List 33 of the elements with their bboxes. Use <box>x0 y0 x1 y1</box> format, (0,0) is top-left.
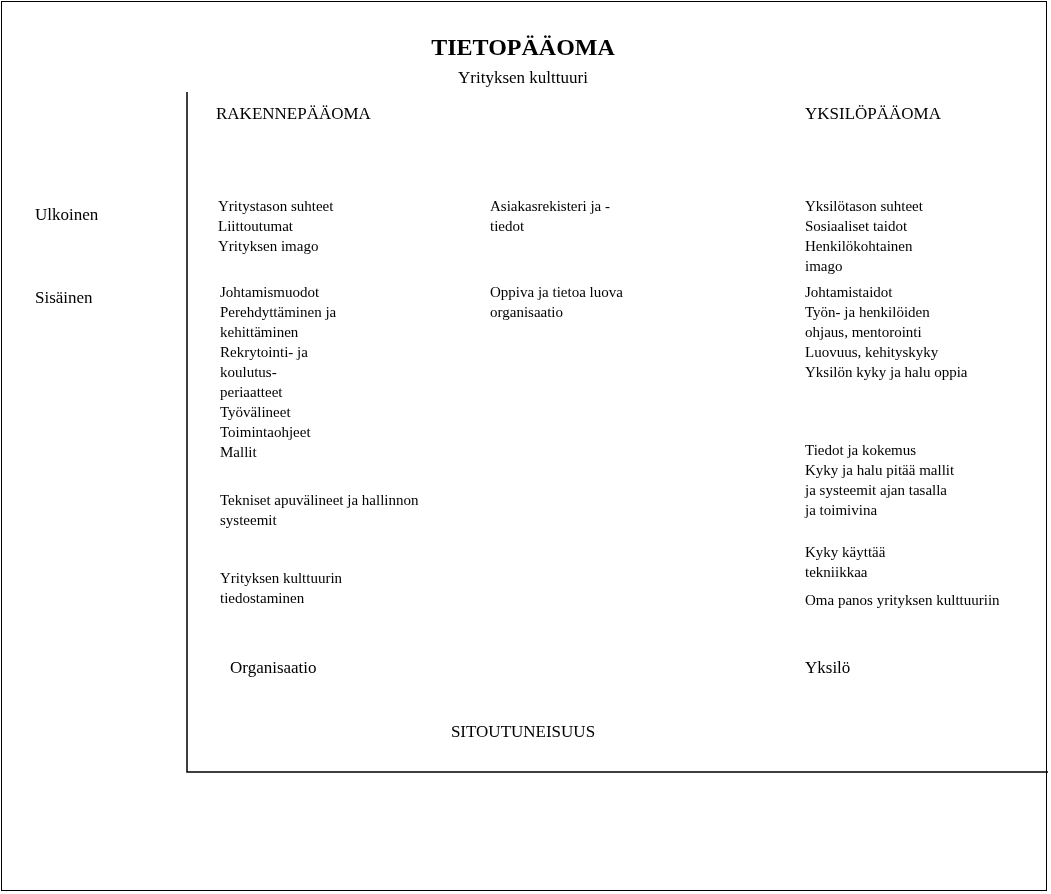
item-text: Luovuus, kehityskyky <box>805 343 940 362</box>
subtitle: Yrityksen kulttuuri <box>457 68 589 88</box>
item-text: Asiakasrekisteri ja -tiedot <box>490 197 611 236</box>
item-text: Yritystason suhteet <box>218 197 335 216</box>
item-text: Sosiaaliset taidot <box>805 217 909 236</box>
column-heading: RAKENNEPÄÄOMA <box>216 104 372 124</box>
item-text: Johtamismuodot <box>220 283 321 302</box>
item-text: Yrityksen imago <box>218 237 320 256</box>
item-text: Tekniset apuvälineet ja hallinnon systeemit <box>220 491 420 530</box>
item-text: Perehdyttäminen ja kehittäminen <box>220 303 338 342</box>
item-text: Oma panos yrityksen kulttuuriin <box>805 591 1000 610</box>
item-text: Rekrytointi- ja koulutus- periaatteet <box>220 343 309 402</box>
axis-title: SITOUTUNEISUUS <box>449 722 597 742</box>
item-text: Yksilötason suhteet <box>805 197 924 216</box>
axis-label: Yksilö <box>805 658 852 678</box>
title: TIETOPÄÄOMA <box>430 34 616 61</box>
item-text: Tiedot ja kokemus <box>805 441 918 460</box>
item-text: Yrityksen kulttuurin tiedostaminen <box>220 569 344 608</box>
column-heading: YKSILÖPÄÄOMA <box>805 104 942 124</box>
axis-label: Organisaatio <box>230 658 318 678</box>
item-text: Johtamistaidot <box>805 283 894 302</box>
item-text: Yksilön kyky ja halu oppia <box>805 363 969 382</box>
item-text: Henkilökohtainen imago <box>805 237 914 276</box>
item-text: Oppiva ja tietoa luova organisaatio <box>490 283 624 322</box>
item-text: Mallit <box>220 443 258 462</box>
item-text: Liittoutumat <box>218 217 294 236</box>
item-text: Toimintaohjeet <box>220 423 312 442</box>
row-heading: Ulkoinen <box>35 205 100 225</box>
item-text: Kyky käyttää tekniikkaa <box>805 543 887 582</box>
item-text: Työn- ja henkilöiden ohjaus, mentorointi <box>805 303 931 342</box>
item-text: Kyky ja halu pitää mallit ja systeemit ajan tasalla ja toimivina <box>805 461 956 520</box>
item-text: Työvälineet <box>220 403 292 422</box>
row-heading: Sisäinen <box>35 288 94 308</box>
